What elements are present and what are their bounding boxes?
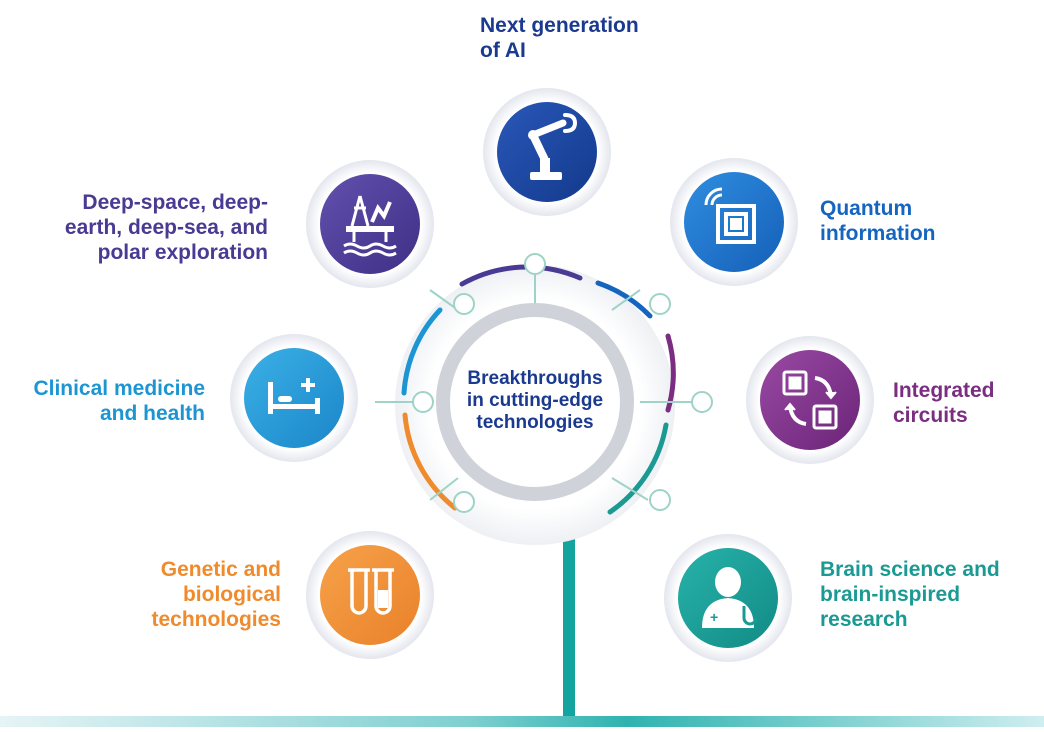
node-top-left: [453, 293, 475, 315]
label-brain: Brain science and brain-inspired researc…: [820, 558, 1000, 631]
label-clinical: Clinical medicine and health: [33, 377, 205, 425]
arc-deep: [459, 264, 583, 287]
ground-band: [0, 716, 1044, 727]
arc-brain: [607, 422, 669, 515]
svg-text:+: +: [710, 609, 718, 625]
label-genetic: Genetic and biological technologies: [151, 558, 281, 631]
trunk-line: [563, 530, 575, 720]
node-bottom-left: [453, 491, 475, 513]
node-genetic: [306, 531, 434, 659]
node-bottom-right: [649, 489, 671, 511]
arc-genetic: [402, 412, 458, 511]
arc-quantum: [595, 280, 653, 319]
node-top-right: [649, 293, 671, 315]
node-top: [524, 253, 546, 275]
label-circuits: Integrated circuits: [893, 379, 995, 427]
test-tubes-icon: [348, 568, 394, 615]
quantum-chip-icon: [704, 187, 756, 244]
label-quantum: Quantum information: [820, 197, 936, 245]
node-circuits: [746, 336, 874, 464]
label-deep: Deep-space, deep- earth, deep-sea, and p…: [64, 191, 268, 264]
node-deep: [306, 160, 434, 288]
hospital-bed-icon: [268, 378, 320, 414]
ring-connectors: [375, 253, 713, 513]
arc-circuits: [665, 333, 676, 413]
chip-exchange-icon: [782, 370, 838, 430]
node-brain: +: [664, 534, 792, 662]
node-ai: [483, 88, 611, 216]
center-label: Breakthroughs in cutting-edge technologi…: [466, 368, 604, 433]
oil-platform-icon: [343, 195, 397, 257]
node-right: [691, 391, 713, 413]
node-quantum: [670, 158, 798, 286]
ring-arcs: [401, 264, 676, 515]
label-ai: Next generation of AI: [480, 14, 639, 62]
doctor-icon: +: [702, 567, 758, 628]
arc-clinical: [401, 307, 443, 396]
center-hub-inner: [455, 322, 615, 482]
robot-arm-icon: [528, 113, 577, 180]
node-left: [412, 391, 434, 413]
node-clinical: [230, 334, 358, 462]
